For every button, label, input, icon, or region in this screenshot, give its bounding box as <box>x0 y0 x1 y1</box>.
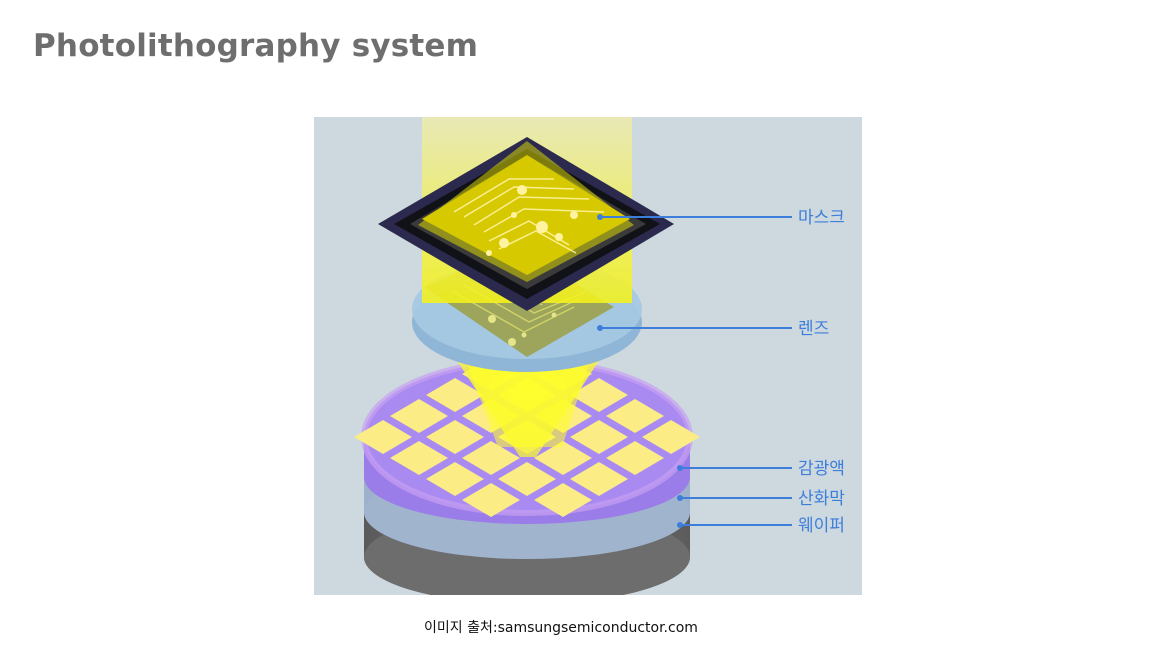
die <box>426 420 484 454</box>
die <box>534 441 592 475</box>
photolithography-diagram: 마스크 렌즈 감광액 산화막 웨이퍼 <box>314 117 862 595</box>
die <box>642 420 700 454</box>
die <box>426 462 484 496</box>
callout-wafer: 웨이퍼 <box>677 516 845 536</box>
label-oxide: 산화막 <box>798 489 845 509</box>
callout-lens: 렌즈 <box>597 319 829 339</box>
callout-photoresist: 감광액 <box>677 459 845 479</box>
die <box>606 441 664 475</box>
mask <box>378 137 674 311</box>
die <box>534 483 592 517</box>
die <box>462 441 520 475</box>
die <box>606 399 664 433</box>
die <box>570 462 628 496</box>
callout-mask: 마스크 <box>597 208 845 228</box>
die <box>462 483 520 517</box>
die <box>354 420 412 454</box>
die <box>390 441 448 475</box>
die <box>570 378 628 412</box>
die <box>426 378 484 412</box>
label-photoresist: 감광액 <box>798 459 845 479</box>
label-wafer: 웨이퍼 <box>798 516 845 536</box>
die <box>498 462 556 496</box>
callout-oxide: 산화막 <box>677 489 845 509</box>
slide-title: Photolithography system <box>33 28 479 64</box>
die <box>390 399 448 433</box>
callouts: 마스크 렌즈 감광액 산화막 웨이퍼 <box>597 208 845 536</box>
image-source-caption: 이미지 출처:samsungsemiconductor.com <box>424 620 698 636</box>
label-lens: 렌즈 <box>798 319 829 339</box>
label-mask: 마스크 <box>798 208 845 228</box>
die <box>570 420 628 454</box>
